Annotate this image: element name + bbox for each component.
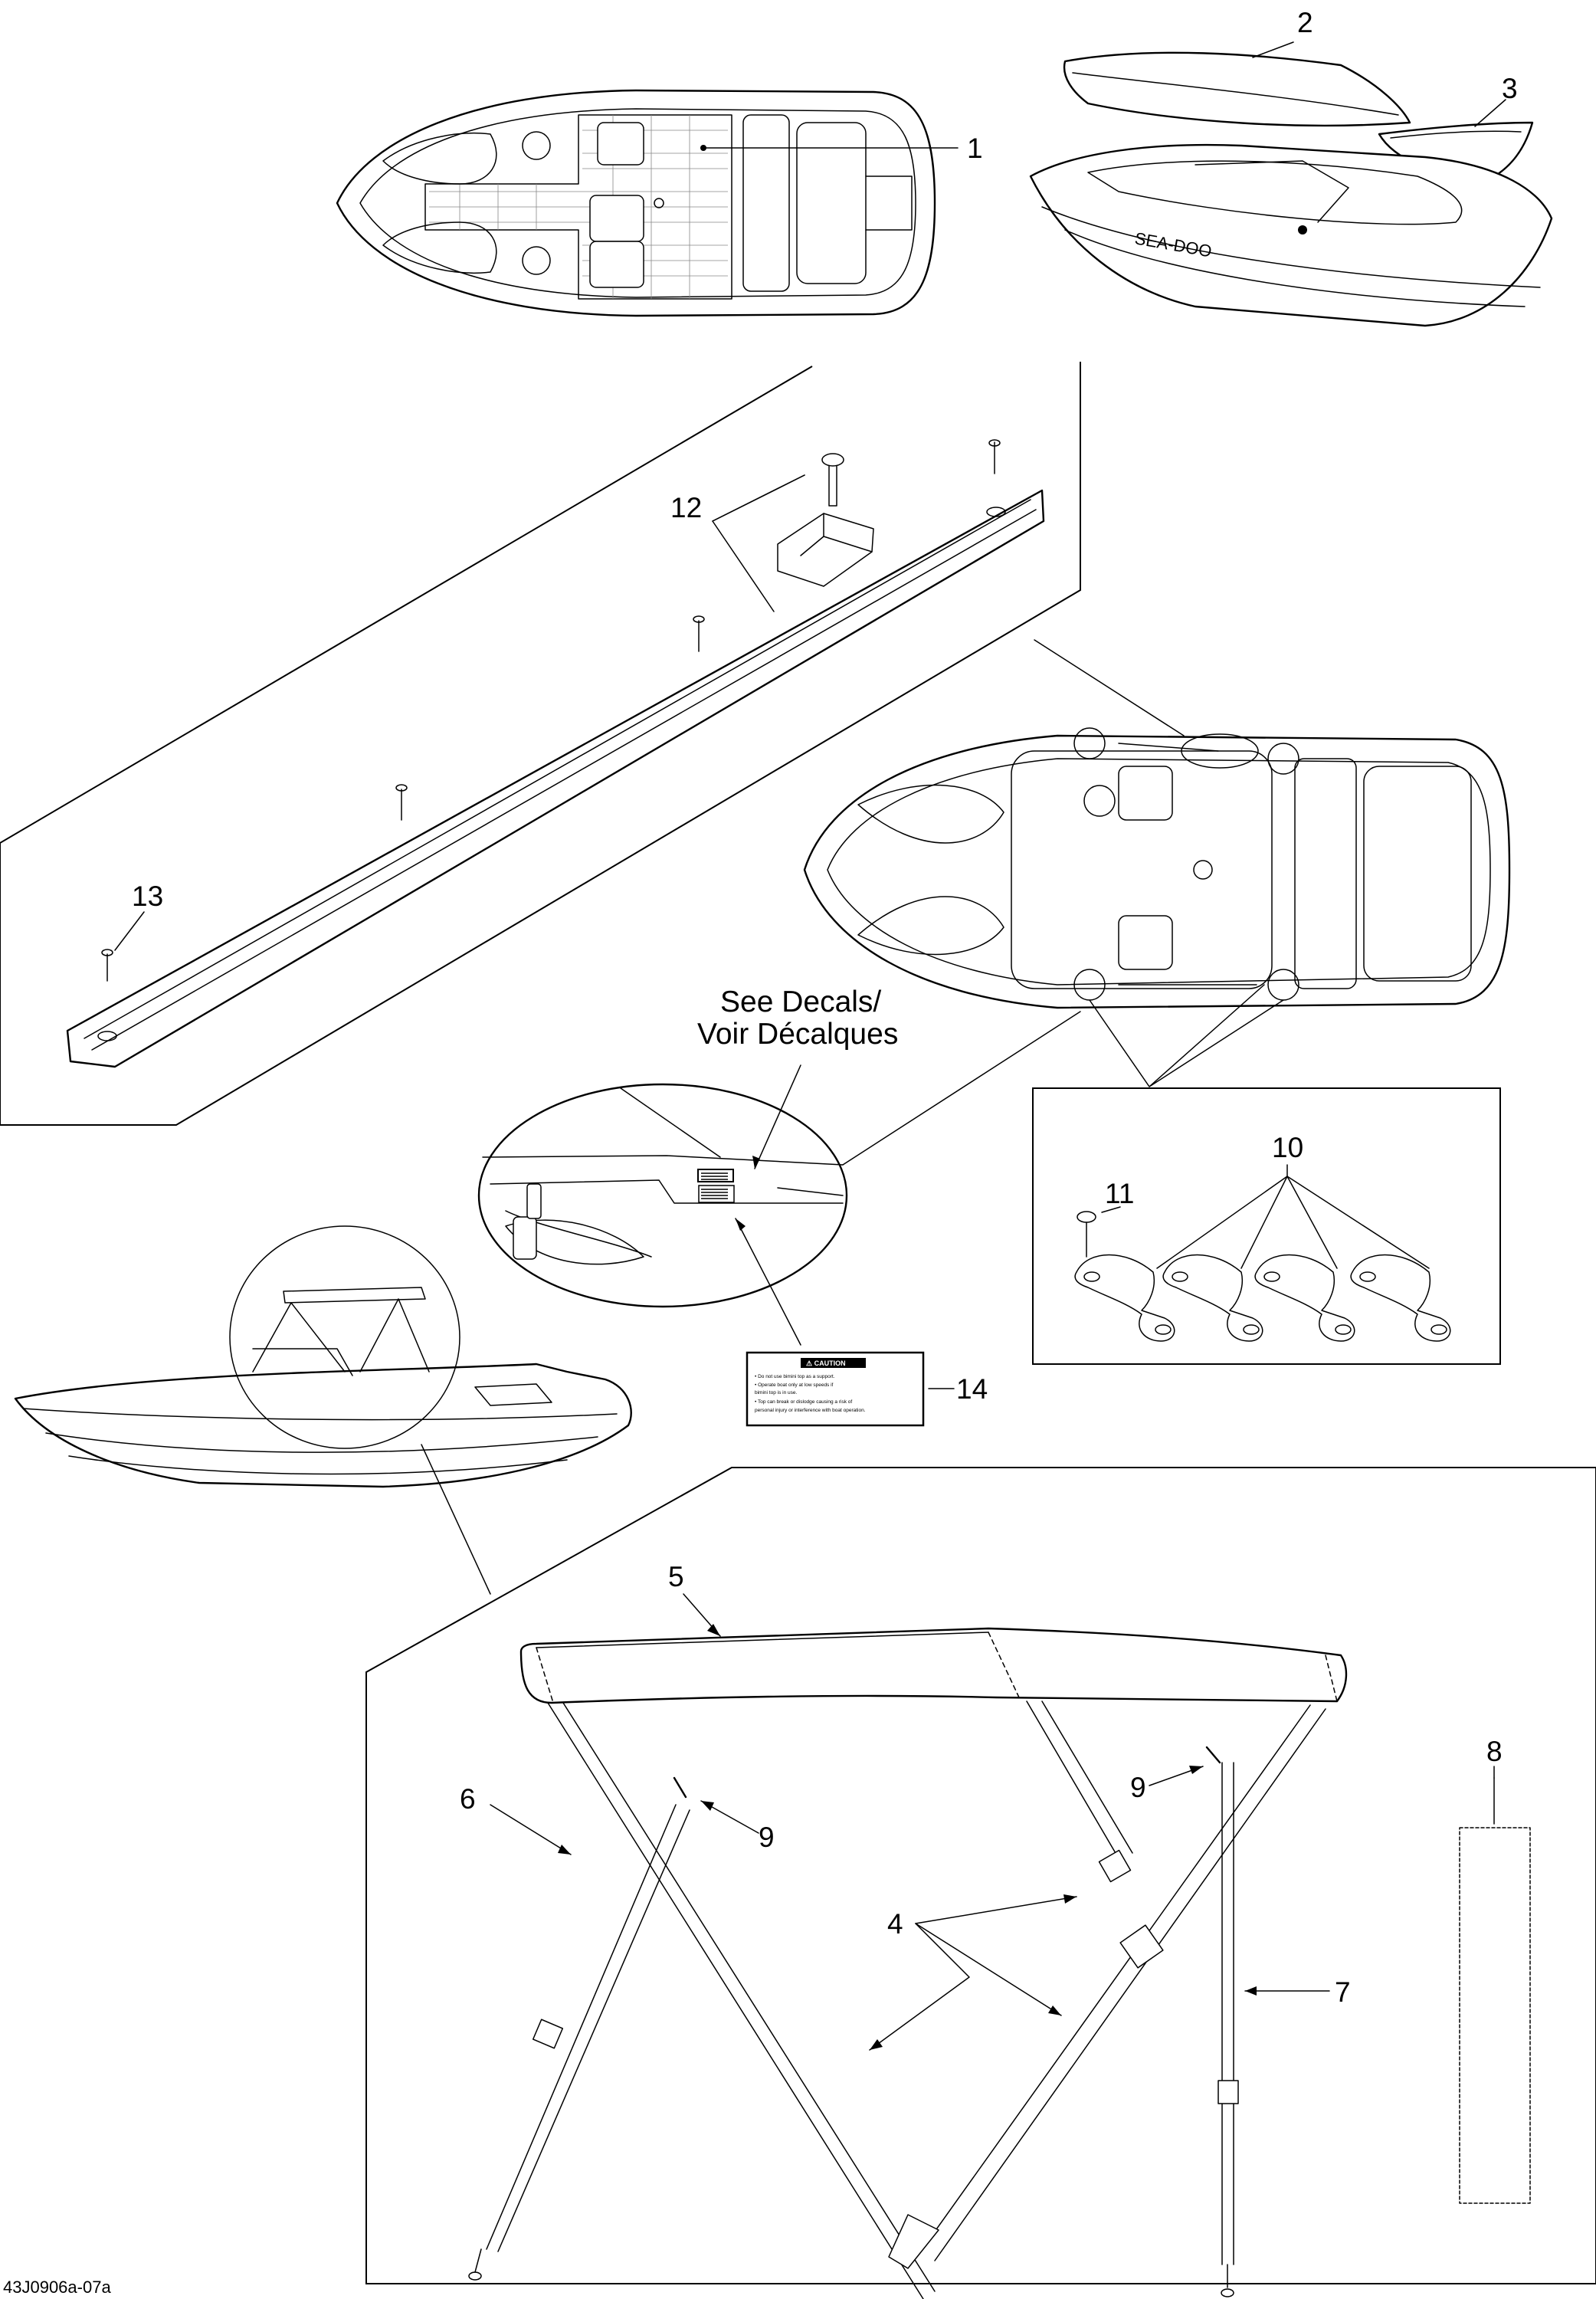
- storage-boot: [1459, 1827, 1531, 2204]
- caution-decal-line-5: personal injury or interference with boa…: [755, 1408, 866, 1413]
- leader-lines: [114, 41, 1506, 2051]
- caution-decal-line-1: • Do not use bimini top as a support.: [755, 1374, 835, 1379]
- callout-8: 8: [1486, 1736, 1503, 1767]
- callout-7: 7: [1335, 1976, 1351, 2008]
- callout-13: 13: [132, 881, 163, 912]
- callout-2: 2: [1297, 7, 1313, 38]
- caution-decal-line-4: • Top can break or dislodge causing a ri…: [755, 1399, 852, 1405]
- boat-side-view-bimini: [14, 1225, 632, 1595]
- boat-top-view-floor-mat: [336, 89, 936, 317]
- see-decals-note-line1: See Decals/: [720, 986, 881, 1018]
- caution-decal-line-2: • Operate boat only at low speeds if: [755, 1382, 834, 1388]
- strap-eyelets-panel: [1032, 984, 1501, 1365]
- decal-stickers: [697, 1169, 735, 1203]
- callout-5: 5: [668, 1561, 684, 1592]
- bimini-top-panel: [365, 1467, 1596, 2299]
- bimini-canopy: [519, 1627, 1348, 1704]
- rail-assembly-panel: [0, 362, 1081, 1126]
- callout-labels: 1 2 3 4 5 6 7 8 9 9 10 11 12 13 14: [132, 7, 1518, 2008]
- caution-decal: ⚠ CAUTION • Do not use bimini top as a s…: [746, 1351, 955, 1427]
- diagram-reference-code: 43J0906a-07a: [3, 2278, 111, 2297]
- decal-location-detail: [477, 1011, 1081, 1346]
- mooring-cover: [1063, 51, 1411, 127]
- caution-decal-title: ⚠ CAUTION: [806, 1359, 846, 1367]
- callout-9-left: 9: [759, 1822, 775, 1853]
- callout-9-right: 9: [1130, 1772, 1146, 1803]
- callout-6: 6: [460, 1783, 476, 1815]
- callout-3: 3: [1502, 73, 1518, 104]
- callout-10: 10: [1272, 1132, 1303, 1163]
- callout-11: 11: [1105, 1178, 1134, 1209]
- callout-4: 4: [887, 1908, 903, 1940]
- caution-decal-line-3: bimini top is in use.: [755, 1390, 797, 1395]
- boat-side-view-covers: SEA-DOO: [1029, 51, 1553, 327]
- callout-1: 1: [967, 133, 983, 164]
- boat-top-view-strap-locations: [803, 639, 1511, 1009]
- floor-mat-shape: [424, 114, 732, 300]
- callout-14: 14: [956, 1373, 988, 1405]
- callout-12: 12: [670, 492, 702, 523]
- see-decals-note-line2: Voir Décalques: [697, 1018, 898, 1051]
